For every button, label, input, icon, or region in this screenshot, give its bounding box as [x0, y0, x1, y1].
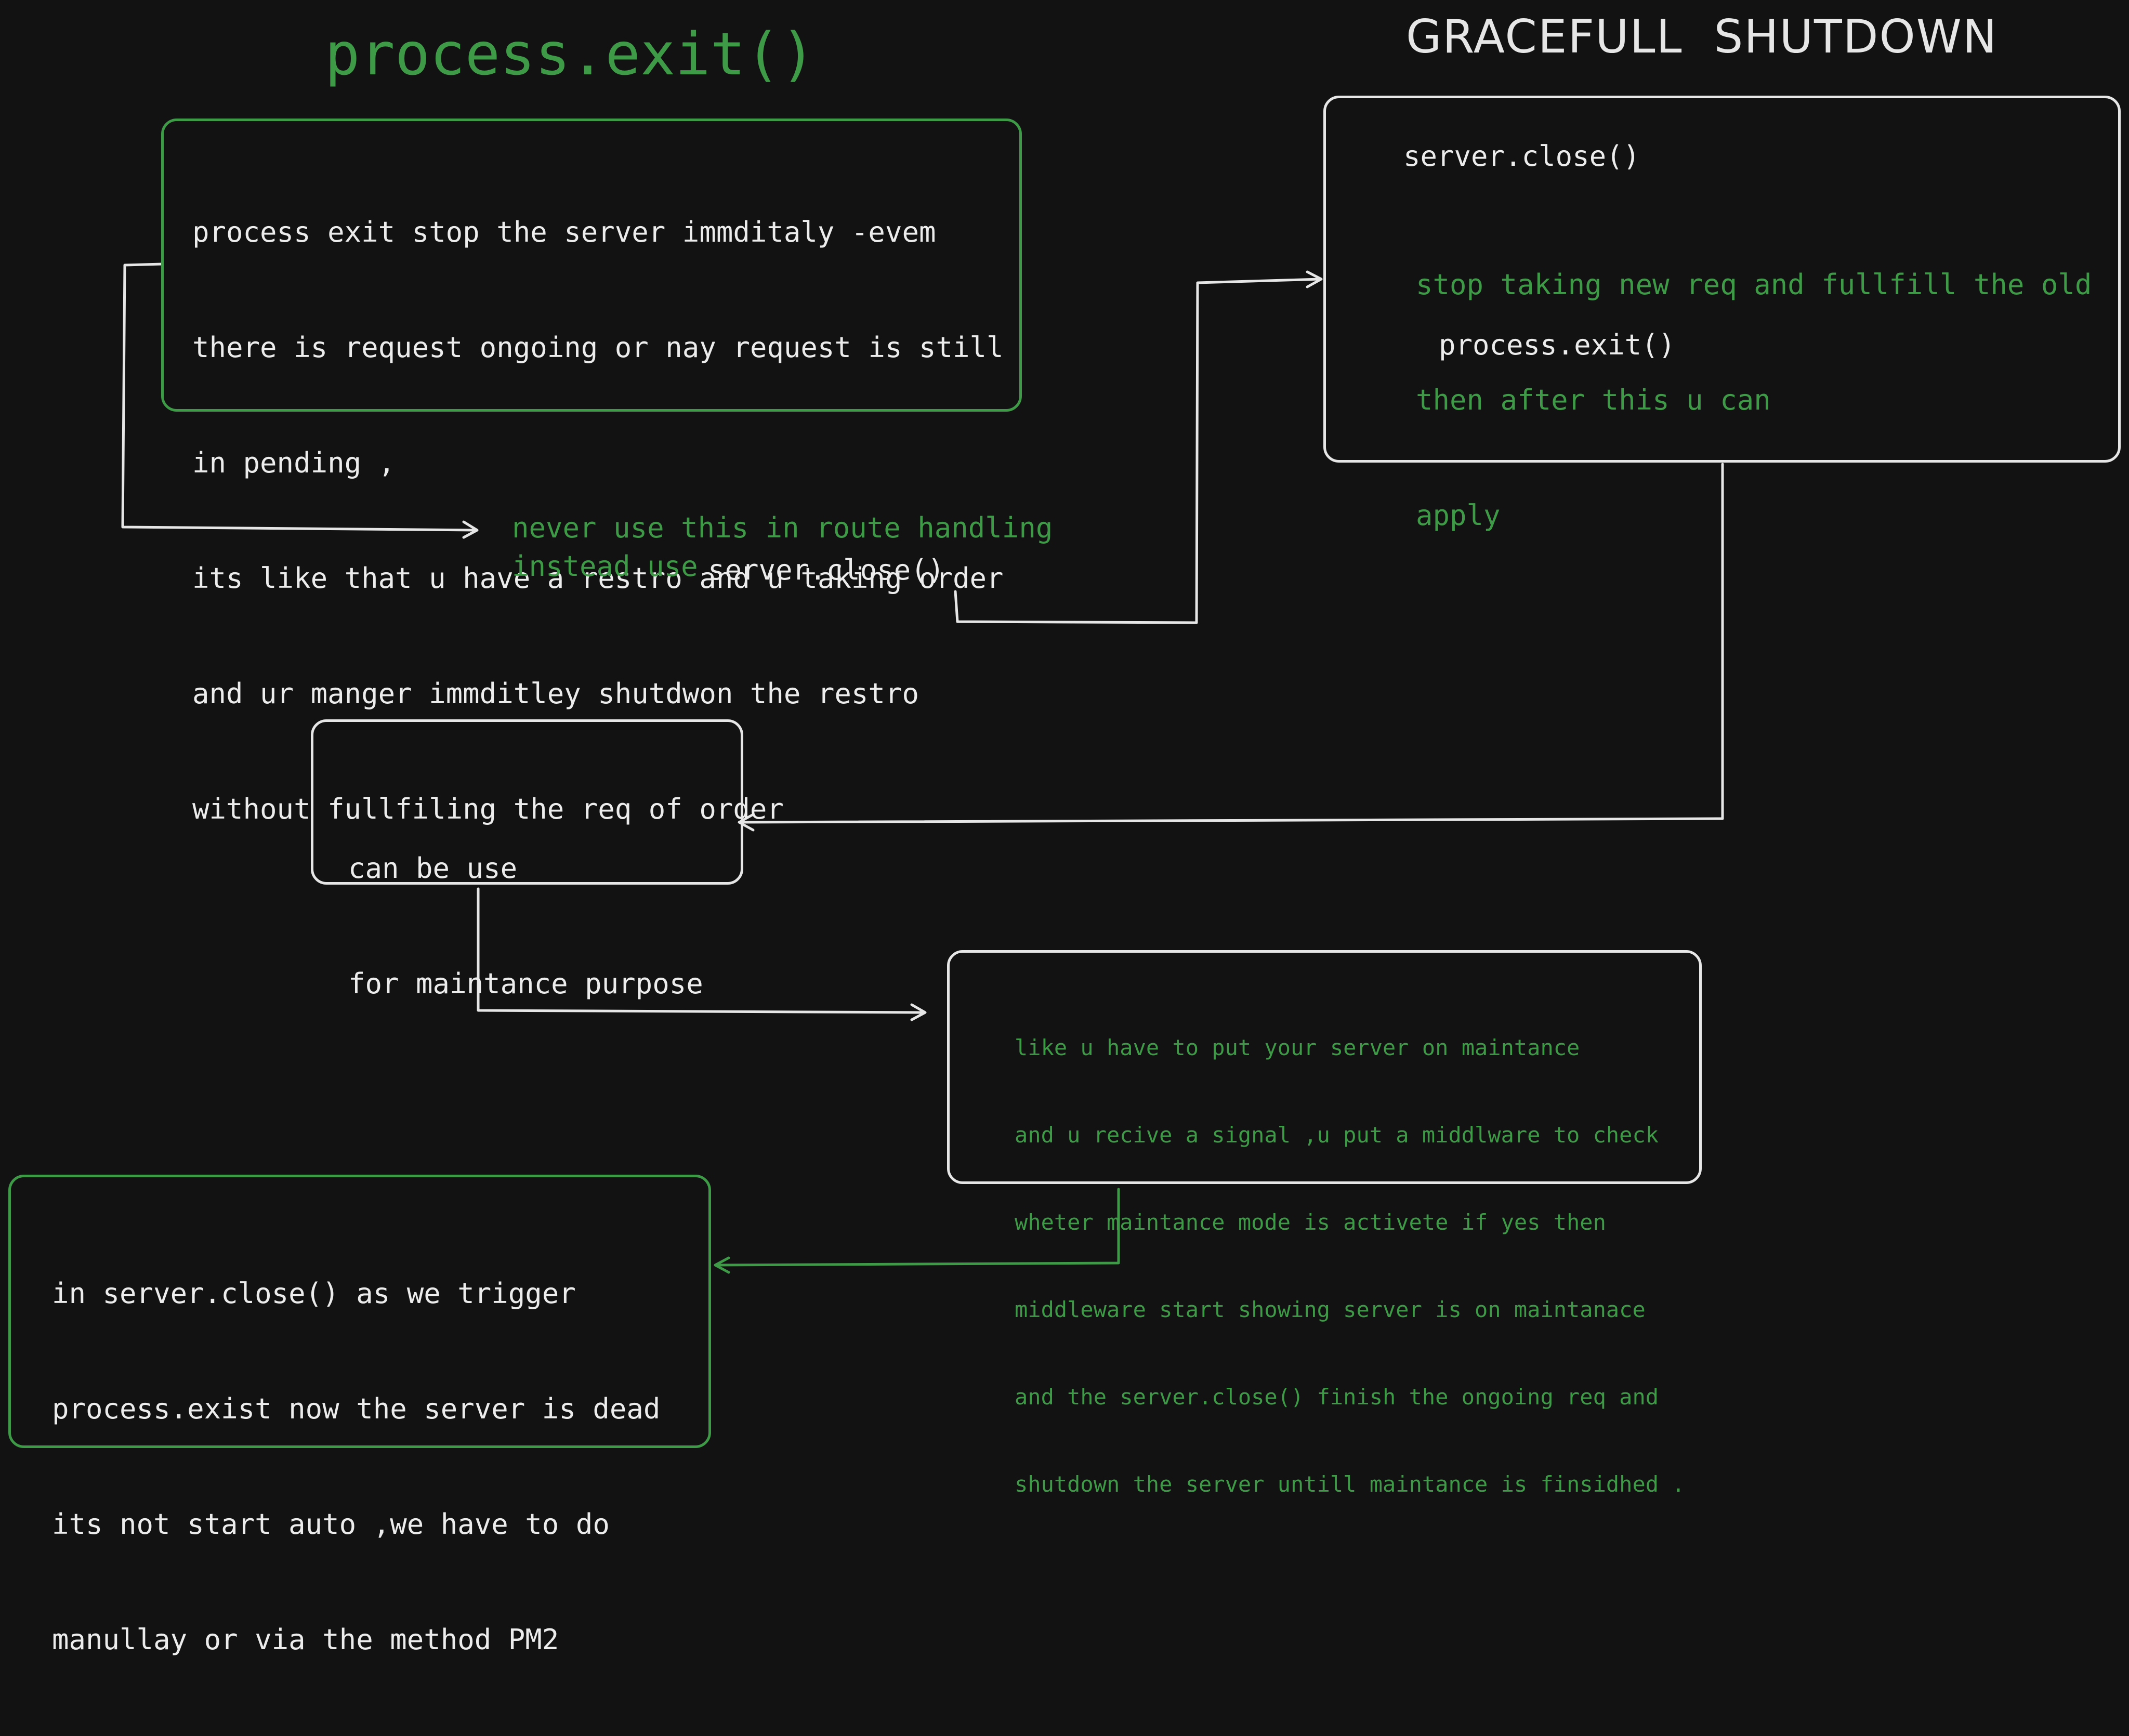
- maintenance-detail-line-3: wheter maintance mode is activete if yes…: [1015, 1209, 1606, 1235]
- arrow-detail-to-restart: [715, 1188, 1120, 1267]
- process-exit-title: process.exit(): [325, 21, 816, 88]
- graceful-code-process-exit: process.exit(): [1439, 328, 1676, 361]
- whiteboard-canvas: process.exit() GRACEFULL SHUTDOWN proces…: [8, 10, 2121, 1656]
- graceful-code-server-close: server.close(): [1403, 140, 1640, 173]
- route-note-code: server.close(): [708, 554, 945, 586]
- maintenance-detail-box: [947, 950, 1702, 1184]
- restart-line-3: its not start auto ,we have to do: [52, 1508, 610, 1541]
- process-exit-box: [161, 119, 1022, 412]
- arrow-graceful-to-maintenance-head: [738, 813, 755, 832]
- arrow-route-note-to-graceful: [954, 278, 1322, 624]
- maintenance-detail-line-2: and u recive a signal ,u put a middlware…: [1015, 1122, 1659, 1148]
- arrow-maintenance-to-detail: [477, 887, 926, 1014]
- graceful-line-3: apply: [1416, 499, 1501, 532]
- graceful-description: stop taking new req and fullfill the old…: [1416, 189, 2092, 612]
- maintenance-detail-line-6: shutdown the server untill maintance is …: [1015, 1471, 1685, 1497]
- maintenance-detail-line-4: middleware start showing server is on ma…: [1015, 1297, 1646, 1322]
- maintenance-detail-text: like u have to put your server on mainta…: [1015, 975, 1685, 1557]
- arrow-maintenance-to-detail-head: [910, 1003, 927, 1021]
- graceful-shutdown-title: GRACEFULL SHUTDOWN: [1406, 10, 1998, 63]
- process-exit-line-1: process exit stop the server immditaly -…: [192, 216, 936, 248]
- process-exit-line-4: its like that u have a restro and u taki…: [192, 562, 1004, 595]
- maintenance-line-2: for maintance purpose: [348, 967, 703, 1000]
- process-exit-description: process exit stop the server immditaly -…: [192, 136, 1004, 905]
- connector-arrows: [121, 262, 1724, 1274]
- arrow-graceful-to-maintenance: [739, 463, 1724, 824]
- maintenance-text: can be use for maintance purpose: [348, 772, 703, 1080]
- route-note-line-1: never use this in route handling: [512, 511, 1053, 544]
- maintenance-detail-line-5: and the server.close() finish the ongoin…: [1015, 1384, 1659, 1410]
- process-exit-line-5: and ur manger immditley shutdwon the res…: [192, 677, 919, 710]
- restart-line-2: process.exist now the server is dead: [52, 1392, 661, 1425]
- graceful-line-1: stop taking new req and fullfill the old: [1416, 268, 2092, 301]
- maintenance-detail-line-1: like u have to put your server on mainta…: [1015, 1035, 1580, 1060]
- arrow-route-note-to-graceful-head: [1306, 270, 1323, 288]
- graceful-shutdown-box: [1323, 96, 2121, 463]
- graceful-line-2: then after this u can: [1416, 384, 1771, 416]
- arrow-exit-to-route-note: [121, 262, 477, 532]
- arrow-exit-to-route-note-head: [462, 520, 479, 539]
- restart-line-4: manullay or via the method PM2: [52, 1623, 559, 1656]
- restart-box: [8, 1175, 711, 1448]
- maintenance-line-1: can be use: [348, 852, 518, 885]
- route-note-line-2: instead use: [512, 550, 698, 583]
- restart-text: in server.close() as we trigger process.…: [52, 1198, 660, 1736]
- process-exit-line-2: there is request ongoing or nay request …: [192, 331, 1004, 364]
- process-exit-line-3: in pending ,: [192, 446, 396, 479]
- restart-line-1: in server.close() as we trigger: [52, 1277, 576, 1310]
- arrow-detail-to-restart-head: [714, 1256, 730, 1274]
- maintenance-box: [311, 719, 743, 885]
